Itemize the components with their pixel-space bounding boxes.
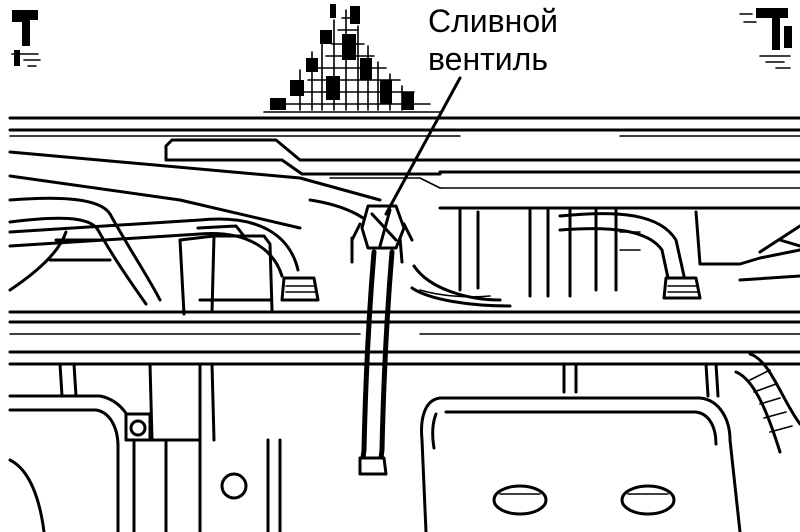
drain-valve-label: Сливной вентиль [428, 2, 598, 78]
central-assembly [308, 198, 641, 308]
cover-plate [164, 138, 442, 189]
lower-left-bracket [8, 362, 282, 532]
metal-line-left [8, 217, 320, 302]
drain-hose [358, 249, 395, 476]
valve-cover [420, 396, 742, 532]
left-hose [8, 196, 162, 306]
label-line-1: Сливной [428, 3, 558, 39]
lower-frame [8, 310, 800, 398]
corner-fragment-top-right [739, 8, 792, 69]
corner-fragment-top-left [11, 10, 41, 67]
drain-valve [350, 204, 414, 250]
upper-rails [8, 116, 800, 210]
reservoir-box [178, 224, 274, 316]
hatched-peak [263, 4, 441, 113]
diagonal-bar [8, 150, 382, 230]
right-hose [558, 210, 800, 300]
label-line-2: вентиль [428, 41, 548, 77]
leader-line [384, 76, 462, 216]
corrugated-hose [734, 352, 800, 454]
